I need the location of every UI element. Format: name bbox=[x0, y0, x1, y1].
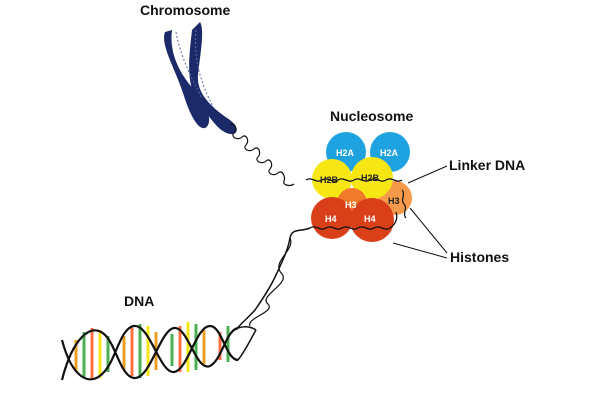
label-h3-left: H3 bbox=[345, 200, 357, 210]
linker-dna-label: Linker DNA bbox=[449, 157, 526, 173]
chromosome-arm-left bbox=[164, 30, 210, 129]
label-h2a-right: H2A bbox=[380, 148, 399, 158]
leader-histones-2 bbox=[392, 242, 448, 259]
label-h2b-left: H2B bbox=[320, 175, 339, 185]
histone-h2b-right bbox=[351, 157, 393, 199]
linker-dna-strand bbox=[235, 227, 311, 331]
wrapped-dna-lower bbox=[309, 211, 398, 230]
label-h2a-left: H2A bbox=[336, 148, 355, 158]
dna-label: DNA bbox=[124, 293, 155, 309]
label-h4-right: H4 bbox=[364, 214, 376, 224]
label-h4-left: H4 bbox=[325, 214, 337, 224]
chromatin-coil bbox=[229, 123, 295, 187]
chromosome-arm-right bbox=[189, 22, 237, 135]
wrapped-dna-upper bbox=[305, 178, 403, 182]
nucleosome-label: Nucleosome bbox=[330, 108, 414, 124]
chromosome-label: Chromosome bbox=[140, 2, 231, 18]
histones-label: Histones bbox=[450, 249, 510, 265]
label-h3-right: H3 bbox=[388, 196, 400, 206]
histone-h2b-left bbox=[312, 159, 352, 199]
leader-histones-1 bbox=[409, 207, 448, 254]
nucleosome: H2A H2A H2B H2B H3 H3 H4 H4 bbox=[305, 132, 412, 242]
dna-double-helix bbox=[60, 322, 257, 381]
label-h2b-right: H2B bbox=[361, 173, 380, 183]
leader-linker-dna bbox=[407, 165, 448, 184]
chromosome-shape bbox=[164, 22, 237, 135]
histone-h4-right bbox=[350, 198, 394, 242]
